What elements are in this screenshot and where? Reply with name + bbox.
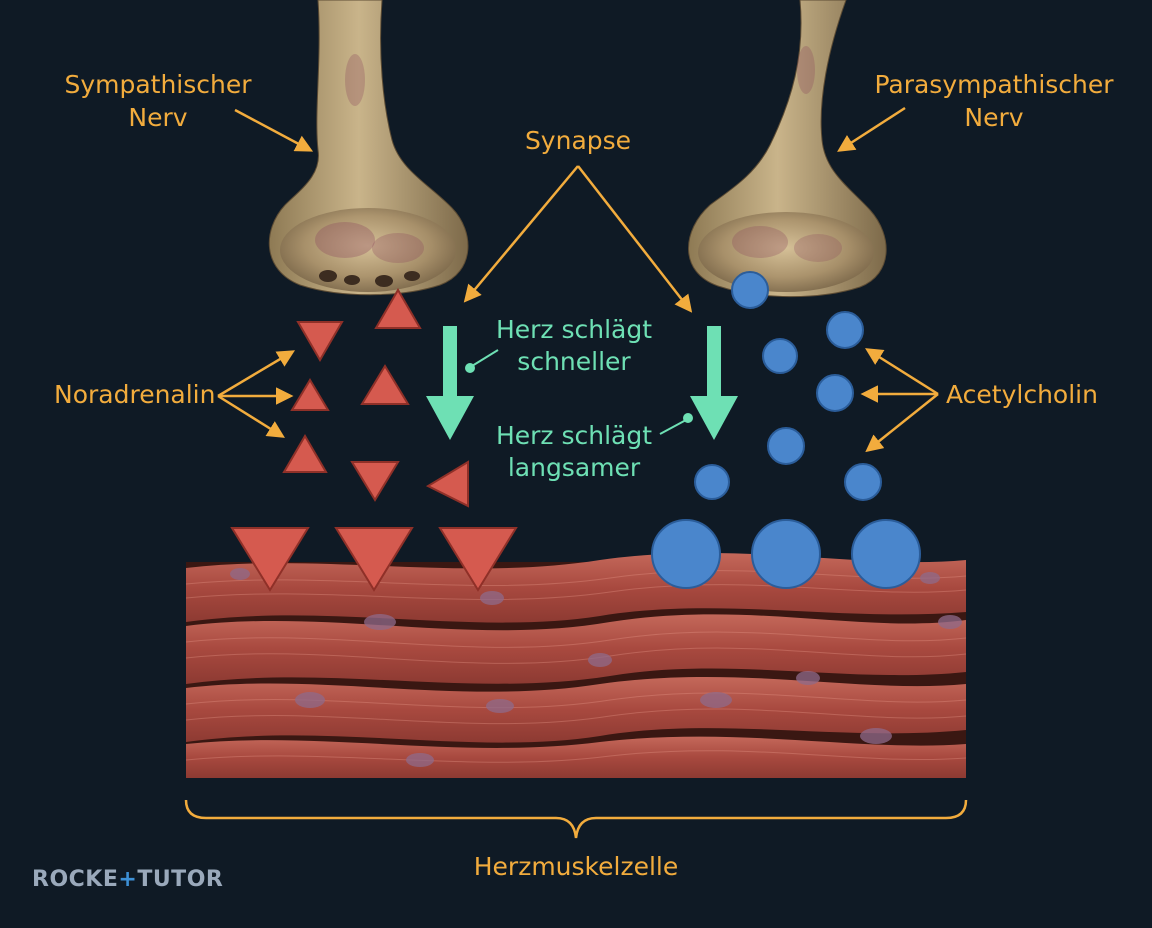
- logo-accent: +: [118, 867, 138, 892]
- acetylcholine-label: Acetylcholin: [946, 380, 1098, 409]
- acetylcholine-molecule: [826, 311, 864, 349]
- parasympathetic-nerve-line-2: Nerv: [964, 103, 1024, 132]
- logo-part-2: TUTOR: [137, 867, 224, 892]
- acetylcholine-pointer-1: [865, 348, 939, 396]
- acetylcholine-molecule: [731, 271, 769, 309]
- slower-effect-label: Herz schlägt langsamer: [486, 420, 662, 484]
- noradrenaline-molecule: [350, 461, 400, 502]
- parasympathetic-pointer: [837, 106, 906, 152]
- noradrenaline-molecule: [282, 434, 328, 473]
- faster-effect-label: Herz schlägt schneller: [486, 314, 662, 378]
- noradrenaline-molecule: [360, 364, 410, 405]
- annotation-arrows: [217, 106, 939, 453]
- synapse-label: Synapse: [524, 126, 632, 155]
- noradrenaline-molecule: [290, 378, 330, 411]
- faster-effect-line-1: Herz schlägt: [495, 315, 653, 344]
- heart-muscle-cell-label: Herzmuskelzelle: [473, 852, 679, 881]
- noradrenaline-pointer-1: [217, 350, 296, 398]
- acetylcholine-molecule: [816, 374, 854, 412]
- sympathetic-nerve-label: Sympathischer Nerv: [60, 68, 256, 134]
- acetylcholine-molecule: [694, 464, 730, 500]
- effect-pointers: [465, 349, 693, 435]
- brand-logo: ROCKE+TUTOR: [32, 867, 223, 892]
- acetylcholine-molecule: [844, 463, 882, 501]
- parasympathetic-nerve-line-1: Parasympathischer: [874, 70, 1114, 99]
- acetylcholine-marker: [851, 519, 921, 589]
- noradrenaline-marker: [334, 527, 414, 592]
- sympathetic-pointer: [234, 108, 314, 152]
- sympathetic-nerve-terminal: [268, 0, 469, 296]
- acetylcholine-pointer-3: [865, 393, 939, 453]
- acetylcholine-marker: [751, 519, 821, 589]
- synapse-pointer-left: [463, 165, 579, 303]
- slower-effect-line-1: Herz schlägt: [495, 421, 653, 450]
- acetylcholine-marker: [651, 519, 721, 589]
- faster-effect-line-2: schneller: [517, 347, 631, 376]
- slower-effect-line-2: langsamer: [507, 453, 641, 482]
- noradrenaline-marker: [438, 527, 518, 592]
- heart-muscle-tissue: [185, 552, 967, 778]
- sympathetic-nerve-line-1: Sympathischer: [64, 70, 252, 99]
- acetylcholine-receptor-markers: [651, 519, 921, 589]
- noradrenaline-pointer-3: [217, 394, 285, 438]
- parasympathetic-nerve-label: Parasympathischer Nerv: [866, 68, 1122, 134]
- effect-arrows: [426, 326, 738, 440]
- acetylcholine-molecule: [762, 338, 798, 374]
- noradrenaline-receptor-markers: [230, 527, 518, 592]
- synapse-pointer-right: [577, 165, 693, 313]
- acetylcholine-molecules: [694, 271, 882, 501]
- noradrenaline-marker: [230, 527, 310, 592]
- noradrenaline-molecules: [282, 288, 469, 508]
- parasympathetic-nerve-terminal: [688, 0, 887, 298]
- faster-arrow-icon: [426, 326, 474, 440]
- sympathetic-nerve-line-2: Nerv: [128, 103, 188, 132]
- noradrenaline-molecule: [296, 321, 344, 362]
- noradrenaline-molecule: [374, 288, 422, 329]
- noradrenaline-molecule: [425, 460, 469, 508]
- muscle-cell-brace: [184, 799, 968, 839]
- logo-part-1: ROCKE: [32, 867, 119, 892]
- noradrenaline-label: Noradrenalin: [54, 380, 216, 409]
- slower-arrow-icon: [690, 326, 738, 440]
- acetylcholine-molecule: [767, 427, 805, 465]
